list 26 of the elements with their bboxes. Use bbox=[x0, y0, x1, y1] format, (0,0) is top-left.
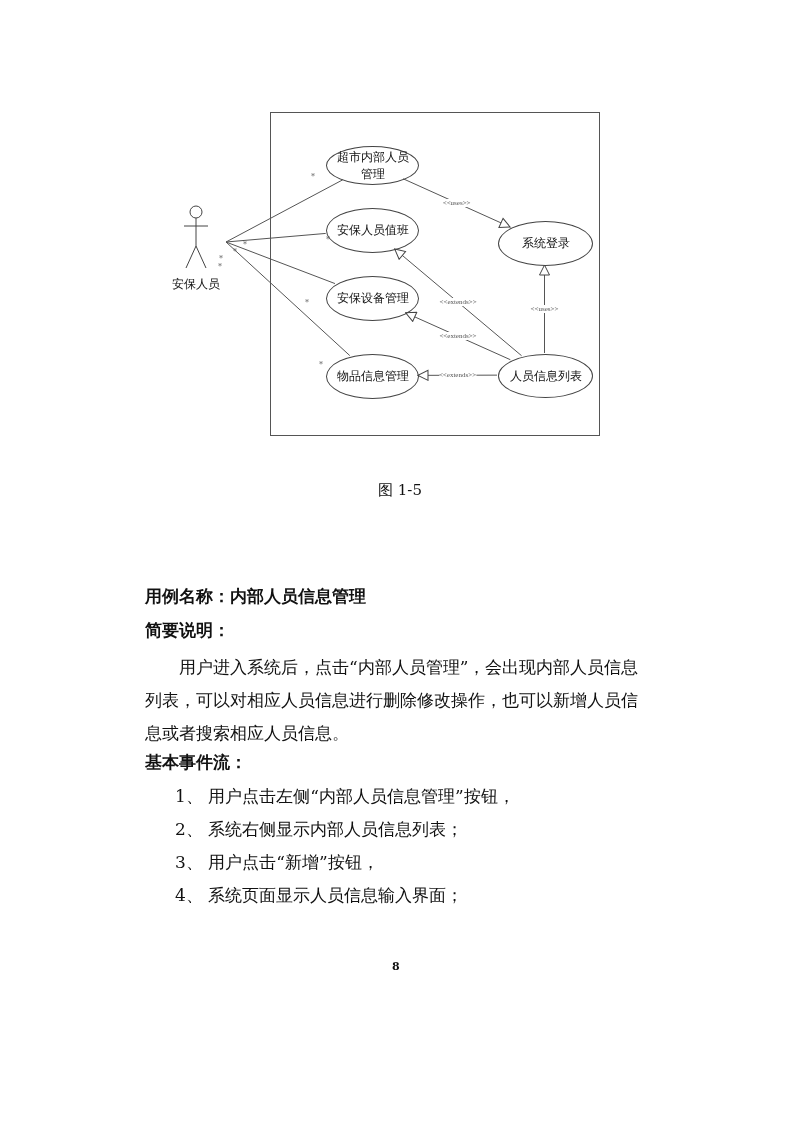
arrow bbox=[417, 369, 498, 381]
section-heading: 基本事件流： bbox=[145, 751, 247, 774]
multiplicity-mark: * bbox=[319, 360, 323, 369]
paragraph: 用户进入系统后，点击“内部人员管理”，会出现内部人员信息列表，可以对相应人员信息进行删除修改操作，也可以新增人员信息或者搜索相应人员信息。 bbox=[145, 656, 640, 745]
arrow bbox=[394, 248, 523, 357]
multiplicity-mark: * bbox=[326, 235, 330, 244]
page-number: 8 bbox=[392, 959, 400, 975]
section-heading: 简要说明： bbox=[145, 619, 230, 642]
arrow bbox=[539, 264, 550, 354]
actor-label: 安保人员 bbox=[171, 276, 221, 292]
multiplicity-mark: * bbox=[243, 240, 247, 249]
multiplicity-mark: * bbox=[311, 172, 315, 181]
step-text: 2、 系统右侧显示内部人员信息列表； bbox=[175, 818, 464, 841]
multiplicity-mark: * bbox=[219, 254, 223, 263]
multiplicity-mark: * bbox=[218, 262, 222, 271]
figure-caption: 图 1-5 bbox=[377, 480, 423, 500]
association-line bbox=[225, 241, 336, 285]
association-line bbox=[225, 232, 327, 243]
section-heading: 用例名称：内部人员信息管理 bbox=[145, 585, 366, 608]
association-line bbox=[225, 241, 351, 357]
multiplicity-mark: * bbox=[305, 298, 309, 307]
step-text: 3、 用户点击“新增”按钮， bbox=[175, 851, 379, 874]
step-text: 4、 系统页面显示人员信息输入界面； bbox=[175, 884, 464, 907]
step-text: 1、 用户点击左侧“内部人员信息管理”按钮， bbox=[175, 785, 515, 808]
association-line bbox=[225, 179, 344, 243]
multiplicity-mark: * bbox=[233, 247, 237, 256]
